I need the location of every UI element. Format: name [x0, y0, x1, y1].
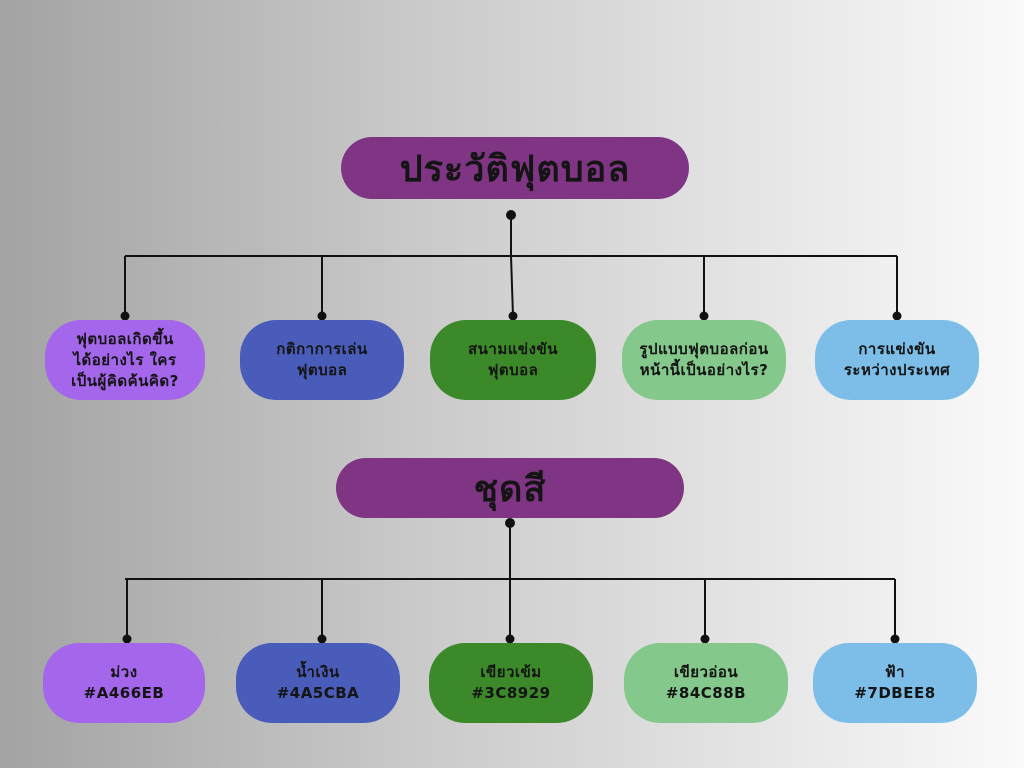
- palette-node-blue-name: น้ำเงิน: [296, 663, 340, 681]
- history-node-international-line-1: การแข่งขัน: [858, 340, 936, 358]
- history-node-rules-line-2: ฟุตบอล: [296, 361, 348, 379]
- history-node-origin-line-3: เป็นผู้คิดค้นคิด?: [71, 371, 179, 390]
- history-node-rules: กติกาการเล่น ฟุตบอล: [240, 320, 404, 400]
- history-node-pitch: สนามแข่งขัน ฟุตบอล: [430, 320, 596, 400]
- palette-node-light-green: เขียวอ่อน #84C88B: [624, 643, 788, 723]
- palette-node-dark-green-hex: #3C8929: [471, 684, 551, 702]
- palette-node-purple-hex: #A466EB: [83, 684, 165, 702]
- palette-drop-dot-1: [122, 634, 132, 644]
- palette-node-light-green-name: เขียวอ่อน: [673, 663, 739, 681]
- history-drop-dot-1: [120, 311, 130, 321]
- history-node-origin: ฟุตบอลเกิดขึ้น ได้อย่างไร ใคร เป็นผู้คิด…: [45, 320, 205, 400]
- palette-node-dark-green: เขียวเข้ม #3C8929: [429, 643, 593, 723]
- palette-node-light-green-hex: #84C88B: [665, 684, 747, 702]
- history-node-rules-line-1: กติกาการเล่น: [276, 340, 368, 358]
- history-title: ประวัติฟุตบอล: [399, 148, 631, 190]
- palette-title-node: ชุดสี: [336, 458, 684, 518]
- history-title-node: ประวัติฟุตบอล: [341, 137, 689, 199]
- history-node-early-format: รูปแบบฟุตบอลก่อน หน้านี้เป็นอย่างไร?: [622, 320, 786, 400]
- palette-node-sky-blue-name: ฟ้า: [884, 663, 906, 681]
- palette-drop-dot-2: [317, 634, 327, 644]
- palette-connectors: [122, 518, 900, 644]
- palette-node-blue-hex: #4A5CBA: [276, 684, 360, 702]
- palette-node-sky-blue: ฟ้า #7DBEE8: [813, 643, 977, 723]
- history-drop-dot-5: [892, 311, 902, 321]
- palette-title: ชุดสี: [473, 468, 547, 510]
- palette-node-purple: ม่วง #A466EB: [43, 643, 205, 723]
- palette-drop-dot-4: [700, 634, 710, 644]
- history-drop-dot-4: [699, 311, 709, 321]
- history-node-pitch-line-2: ฟุตบอล: [487, 361, 539, 379]
- history-stem-dot: [506, 210, 516, 220]
- history-connectors: [120, 210, 902, 321]
- palette-node-dark-green-name: เขียวเข้ม: [480, 663, 542, 681]
- history-drop-dot-3: [508, 311, 518, 321]
- palette-node-blue: น้ำเงิน #4A5CBA: [236, 643, 400, 723]
- history-node-early-format-line-2: หน้านี้เป็นอย่างไร?: [639, 361, 769, 379]
- palette-node-purple-name: ม่วง: [110, 663, 138, 681]
- palette-node-sky-blue-hex: #7DBEE8: [854, 684, 936, 702]
- palette-drop-dot-5: [890, 634, 900, 644]
- history-node-international: การแข่งขัน ระหว่างประเทศ: [815, 320, 979, 400]
- palette-drop-dot-3: [505, 634, 515, 644]
- history-node-early-format-line-1: รูปแบบฟุตบอลก่อน: [639, 340, 769, 358]
- history-node-origin-line-1: ฟุตบอลเกิดขึ้น: [76, 329, 174, 348]
- palette-stem-dot: [505, 518, 515, 528]
- history-node-pitch-line-1: สนามแข่งขัน: [468, 340, 558, 358]
- history-drop-3: [510, 255, 514, 317]
- history-drop-dot-2: [317, 311, 327, 321]
- history-node-origin-line-2: ได้อย่างไร ใคร: [73, 350, 177, 369]
- history-node-international-line-2: ระหว่างประเทศ: [843, 361, 951, 379]
